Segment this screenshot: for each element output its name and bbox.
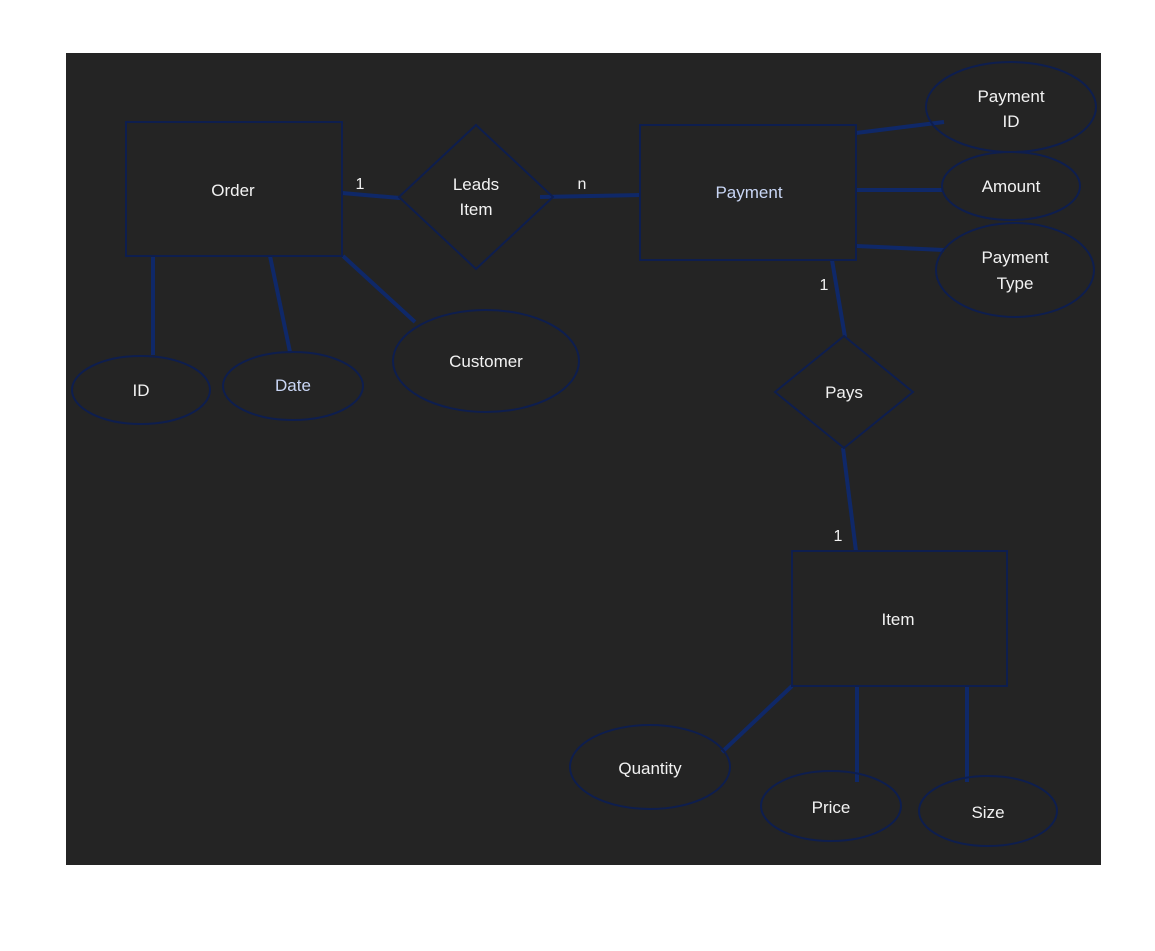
attribute-quantity[interactable]: Quantity <box>569 724 731 810</box>
cardinality-payment-pays: 1 <box>820 277 829 294</box>
attribute-size-ellipse <box>918 775 1058 847</box>
attribute-price[interactable]: Price <box>760 770 902 842</box>
relationship-leads-item[interactable]: Leads Item <box>397 123 555 271</box>
relationship-pays-label: Pays <box>825 383 863 402</box>
attribute-payment-type-label-line1: Payment <box>981 248 1048 267</box>
relationship-leads-item-label-line2: Item <box>459 200 492 219</box>
entity-payment-label: Payment <box>715 183 782 202</box>
edge-pays-item <box>841 447 858 552</box>
attribute-amount-ellipse <box>941 151 1081 221</box>
relationship-leads-item-label-line1: Leads <box>453 175 499 194</box>
edge-order-leads <box>341 191 401 200</box>
entity-item-label: Item <box>881 610 914 629</box>
cardinality-pays-item: 1 <box>834 528 843 545</box>
attribute-id[interactable]: ID <box>71 355 211 425</box>
edge-payment-pays <box>830 259 847 338</box>
attribute-size-label: Size <box>971 803 1004 822</box>
edge-item-quantity <box>720 684 794 754</box>
attribute-price-label: Price <box>812 798 851 817</box>
attribute-id-ellipse <box>71 355 211 425</box>
entity-order[interactable]: Order <box>125 121 343 257</box>
connectors <box>151 120 969 782</box>
relationship-leads-item-diamond <box>397 123 555 271</box>
attribute-payment-id-label-line2: ID <box>1003 112 1020 131</box>
attribute-payment-id-ellipse <box>925 61 1097 153</box>
edge-leads-payment <box>539 193 641 199</box>
attribute-amount-label: Amount <box>982 177 1041 196</box>
attribute-quantity-label: Quantity <box>618 759 682 778</box>
cardinality-leads-payment: n <box>578 176 587 193</box>
entity-order-label: Order <box>211 181 255 200</box>
entity-payment[interactable]: Payment <box>639 124 857 261</box>
entity-item-box <box>791 550 1008 687</box>
attribute-customer[interactable]: Customer <box>392 309 580 413</box>
attribute-payment-type-ellipse <box>935 222 1095 318</box>
attribute-payment-id[interactable]: Payment ID <box>925 61 1097 153</box>
entity-order-box <box>125 121 343 257</box>
entity-item[interactable]: Item <box>791 550 1008 687</box>
attribute-customer-label: Customer <box>449 352 523 371</box>
edge-payment-paymentid <box>855 120 945 135</box>
cardinality-order-leads: 1 <box>356 176 365 193</box>
attribute-date-ellipse <box>222 351 364 421</box>
attribute-payment-type[interactable]: Payment Type <box>935 222 1095 318</box>
attribute-payment-type-label-line2: Type <box>997 274 1034 293</box>
attribute-payment-id-label-line1: Payment <box>977 87 1044 106</box>
attribute-price-ellipse <box>760 770 902 842</box>
relationship-pays-diamond <box>773 334 915 450</box>
relationship-pays[interactable]: Pays <box>773 334 915 450</box>
edge-order-customer <box>341 254 417 324</box>
attribute-customer-ellipse <box>392 309 580 413</box>
attribute-size[interactable]: Size <box>918 775 1058 847</box>
attribute-date[interactable]: Date <box>222 351 364 421</box>
edge-order-date <box>268 255 292 353</box>
attribute-quantity-ellipse <box>569 724 731 810</box>
attribute-amount[interactable]: Amount <box>941 151 1081 221</box>
attribute-id-label: ID <box>133 381 150 400</box>
entity-payment-box <box>639 124 857 261</box>
attribute-date-label: Date <box>275 376 311 395</box>
edge-payment-paymenttype <box>855 244 945 252</box>
